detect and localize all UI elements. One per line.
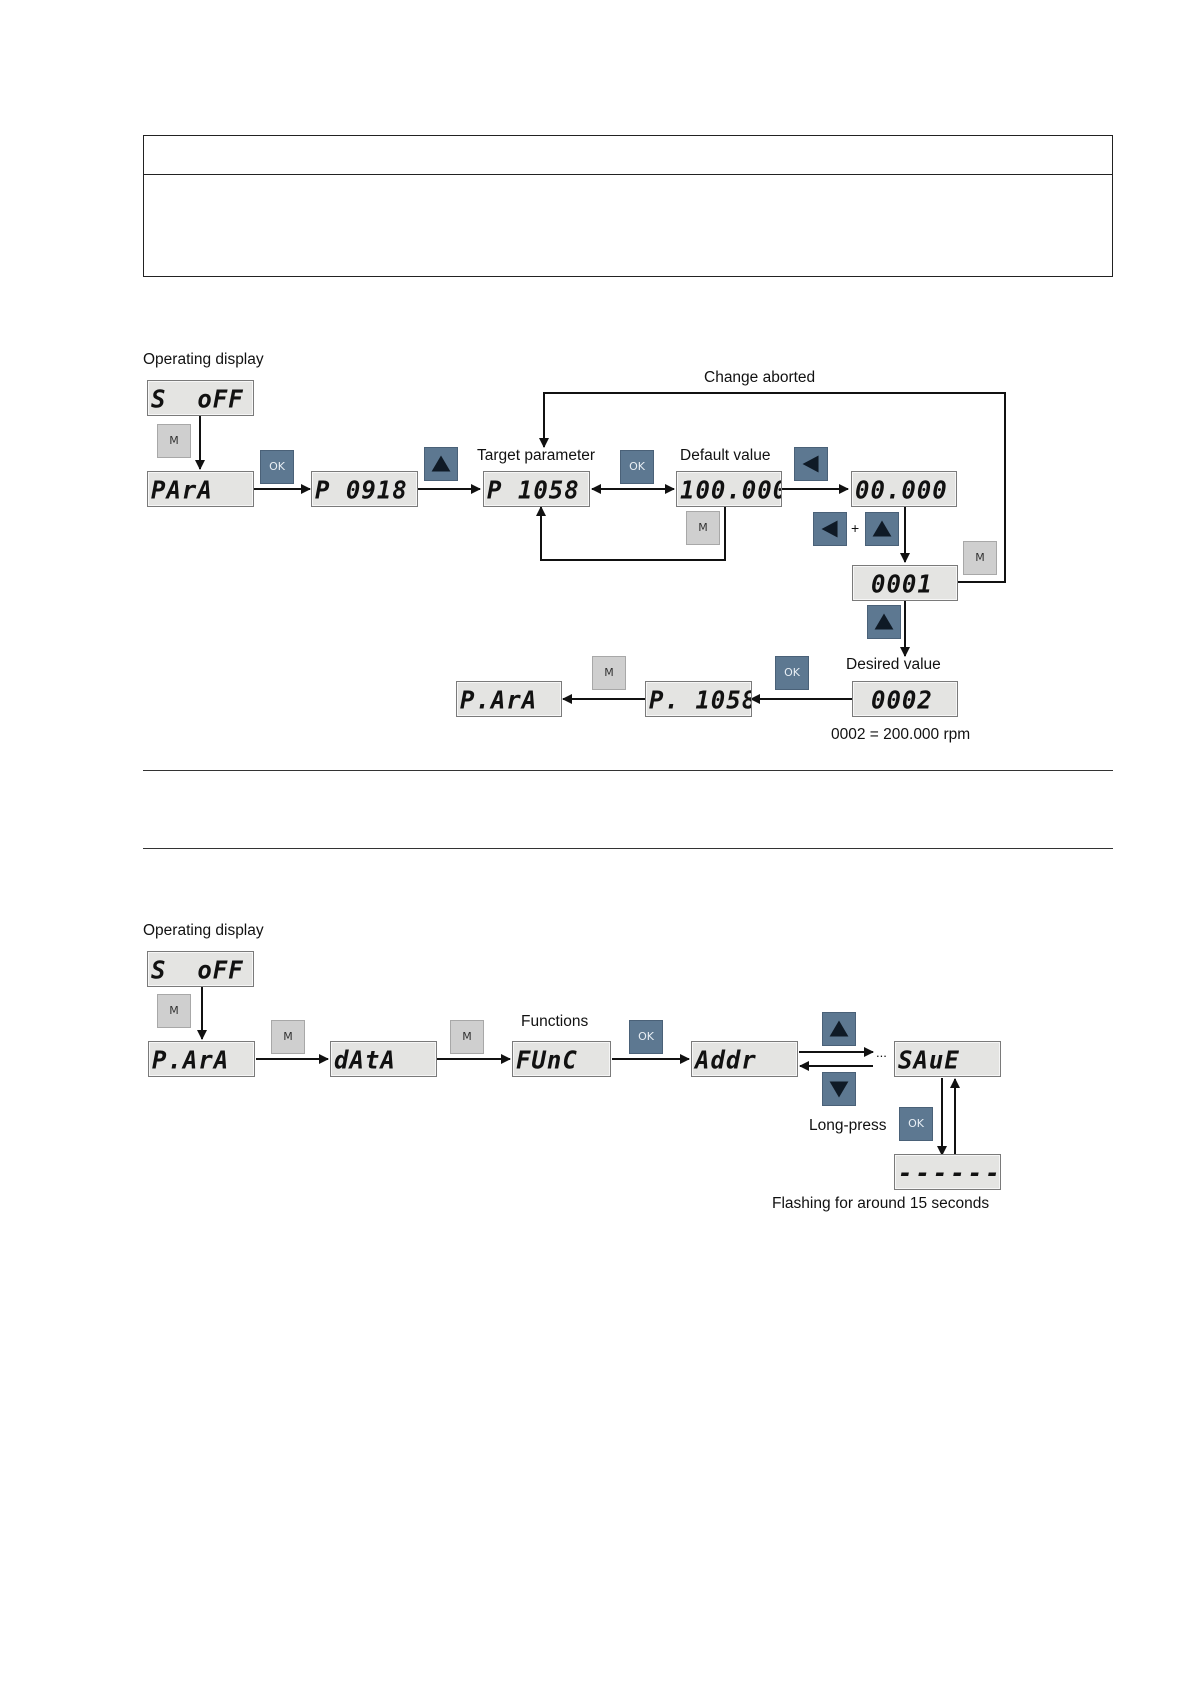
display-s-off: S oFF bbox=[147, 951, 254, 987]
left-arrow-key[interactable] bbox=[794, 447, 828, 481]
header-table-divider bbox=[144, 174, 1112, 175]
up-arrow-icon bbox=[829, 1020, 849, 1037]
up-arrow-icon bbox=[874, 613, 894, 630]
functions-label: Functions bbox=[521, 1013, 589, 1030]
up-arrow-icon bbox=[872, 520, 892, 537]
up-arrow-key[interactable] bbox=[865, 512, 899, 546]
change-aborted-label: Change aborted bbox=[704, 369, 816, 386]
display-para: P.ArA bbox=[148, 1041, 255, 1077]
m-key[interactable]: M bbox=[963, 541, 997, 575]
ok-key[interactable]: OK bbox=[899, 1107, 933, 1141]
display-value-0001: 0001 bbox=[852, 565, 958, 601]
display-default-value: 100.000 bbox=[676, 471, 782, 507]
display-p1058: P 1058 bbox=[483, 471, 590, 507]
display-cursor-value: 00.000 bbox=[851, 471, 957, 507]
m-key[interactable]: M bbox=[686, 511, 720, 545]
m-key[interactable]: M bbox=[592, 656, 626, 690]
header-table-frame bbox=[143, 135, 1113, 277]
ellipsis: ... bbox=[876, 1045, 887, 1060]
down-arrow-icon bbox=[829, 1081, 849, 1098]
rpm-note: 0002 = 200.000 rpm bbox=[831, 726, 971, 743]
up-arrow-key[interactable] bbox=[424, 447, 458, 481]
long-press-label: Long-press bbox=[809, 1117, 887, 1134]
display-addr: Addr bbox=[691, 1041, 798, 1077]
display-p1058-saved: P. 1058 bbox=[645, 681, 752, 717]
separator-rule bbox=[143, 848, 1113, 849]
display-s-off: S oFF bbox=[147, 380, 254, 416]
up-arrow-icon bbox=[431, 455, 451, 472]
display-func: FUnC bbox=[512, 1041, 611, 1077]
m-key[interactable]: M bbox=[271, 1020, 305, 1054]
m-key[interactable]: M bbox=[157, 424, 191, 458]
display-para-saved: P.ArA bbox=[456, 681, 562, 717]
desired-value-label: Desired value bbox=[846, 656, 941, 673]
operating-display-label: Operating display bbox=[143, 351, 264, 368]
display-dashes: ------ bbox=[894, 1154, 1001, 1190]
m-key[interactable]: M bbox=[157, 994, 191, 1028]
left-arrow-key[interactable] bbox=[813, 512, 847, 546]
ok-key[interactable]: OK bbox=[629, 1020, 663, 1054]
plus-sign: + bbox=[851, 520, 860, 536]
target-parameter-label: Target parameter bbox=[477, 447, 596, 464]
ok-key[interactable]: OK bbox=[260, 450, 294, 484]
left-arrow-icon bbox=[821, 520, 838, 538]
up-arrow-key[interactable] bbox=[822, 1012, 856, 1046]
down-arrow-key[interactable] bbox=[822, 1072, 856, 1106]
up-arrow-key[interactable] bbox=[867, 605, 901, 639]
display-data: dAtA bbox=[330, 1041, 437, 1077]
operating-display-label: Operating display bbox=[143, 922, 264, 939]
default-value-label: Default value bbox=[680, 447, 771, 464]
m-key[interactable]: M bbox=[450, 1020, 484, 1054]
display-value-0002: 0002 bbox=[852, 681, 958, 717]
display-para: PArA bbox=[147, 471, 254, 507]
ok-key[interactable]: OK bbox=[620, 450, 654, 484]
ok-key[interactable]: OK bbox=[775, 656, 809, 690]
display-save: SAuE bbox=[894, 1041, 1001, 1077]
display-p0918: P 0918 bbox=[311, 471, 418, 507]
flashing-label: Flashing for around 15 seconds bbox=[772, 1195, 990, 1212]
separator-rule bbox=[143, 770, 1113, 771]
left-arrow-icon bbox=[802, 455, 819, 473]
